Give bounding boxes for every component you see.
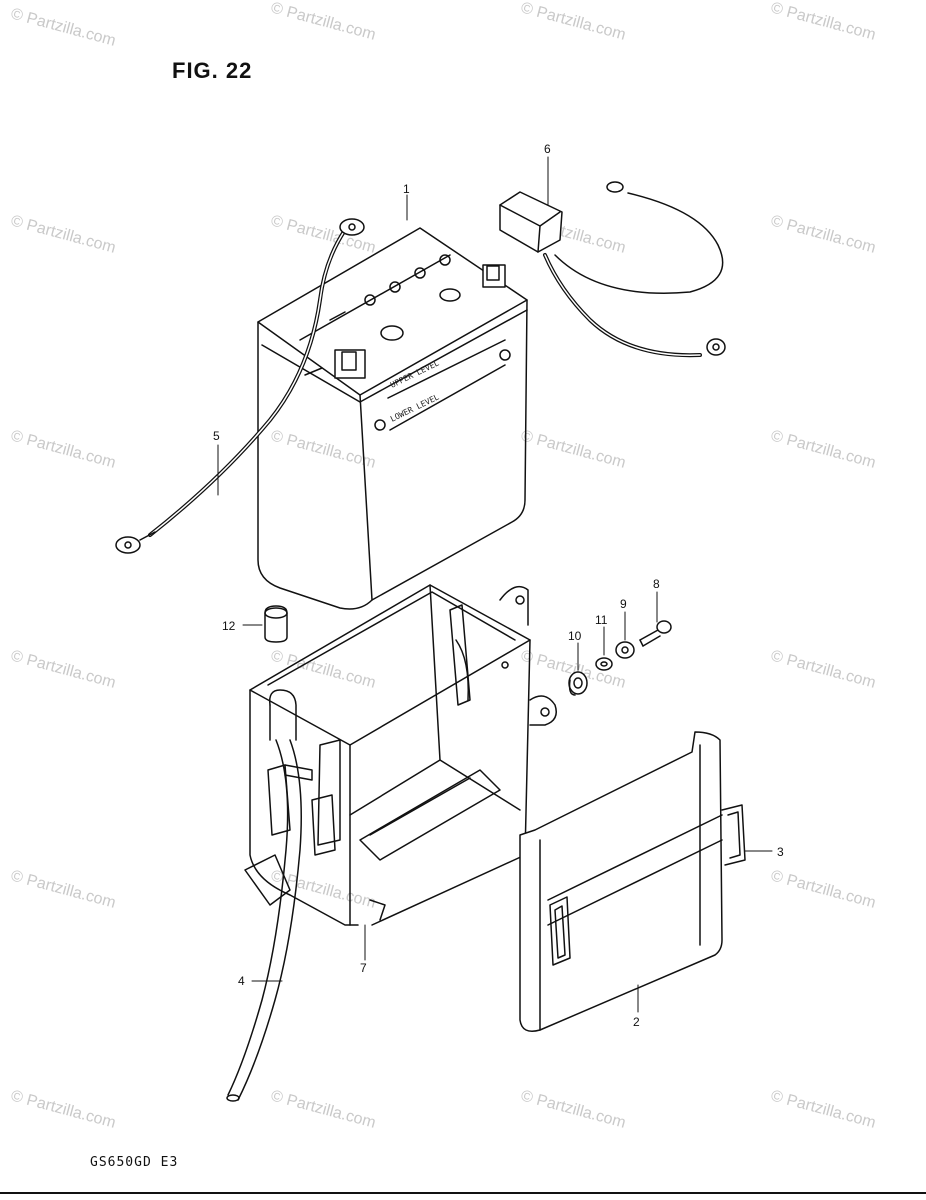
part-1-battery: UPPER LEVEL LOWER LEVEL	[257, 227, 528, 610]
callout-labels: 1 2 3 4 5 6 7 8 9 10 11 12	[213, 142, 784, 1029]
callout-11: 11	[595, 613, 608, 627]
watermark: © Partzilla.com	[9, 647, 118, 691]
figure-title: FIG. 22	[172, 58, 253, 83]
callout-3: 3	[777, 845, 784, 859]
callout-2: 2	[633, 1015, 640, 1029]
watermark: © Partzilla.com	[269, 212, 378, 256]
watermark: © Partzilla.com	[519, 427, 628, 471]
part-11-washer	[595, 657, 613, 671]
watermark: © Partzilla.com	[269, 1087, 378, 1131]
part-10-cushion	[568, 671, 588, 696]
callout-7: 7	[360, 961, 367, 975]
watermark: © Partzilla.com	[519, 0, 628, 44]
callout-9: 9	[620, 597, 627, 611]
model-code: GS650GD E3	[90, 1155, 179, 1170]
watermark: © Partzilla.com	[9, 212, 118, 256]
part-6-lead-wire	[499, 181, 726, 358]
part-3-band	[721, 804, 746, 866]
watermark: © Partzilla.com	[9, 427, 118, 471]
watermark: © Partzilla.com	[9, 5, 118, 49]
callout-6: 6	[544, 142, 551, 156]
part-4-breather-hose	[226, 689, 313, 1102]
callout-8: 8	[653, 577, 660, 591]
watermark: © Partzilla.com	[769, 427, 878, 471]
watermark: © Partzilla.com	[519, 1087, 628, 1131]
watermark: © Partzilla.com	[769, 212, 878, 256]
lower-level-label: LOWER LEVEL	[389, 392, 441, 423]
callout-10: 10	[568, 629, 582, 643]
callout-4: 4	[238, 974, 245, 988]
part-12-cap	[264, 605, 288, 643]
watermark: © Partzilla.com	[269, 0, 378, 44]
part-2-battery-cover	[519, 731, 723, 1032]
watermark: © Partzilla.com	[769, 0, 878, 44]
part-5-battery-lead	[115, 218, 365, 554]
watermark: © Partzilla.com	[9, 867, 118, 911]
watermark: © Partzilla.com	[769, 1087, 878, 1131]
watermark-grid: © Partzilla.com © Partzilla.com © Partzi…	[9, 0, 878, 1132]
callout-12: 12	[222, 619, 236, 633]
watermark: © Partzilla.com	[269, 427, 378, 471]
part-8-screw	[639, 620, 672, 647]
watermark: © Partzilla.com	[269, 867, 378, 911]
watermark: © Partzilla.com	[9, 1087, 118, 1131]
watermark: © Partzilla.com	[769, 867, 878, 911]
callout-leaders	[217, 156, 773, 1013]
part-9-washer	[615, 641, 635, 659]
callout-1: 1	[403, 182, 410, 196]
callout-5: 5	[213, 429, 220, 443]
bottom-border	[0, 1192, 926, 1194]
watermark: © Partzilla.com	[769, 647, 878, 691]
